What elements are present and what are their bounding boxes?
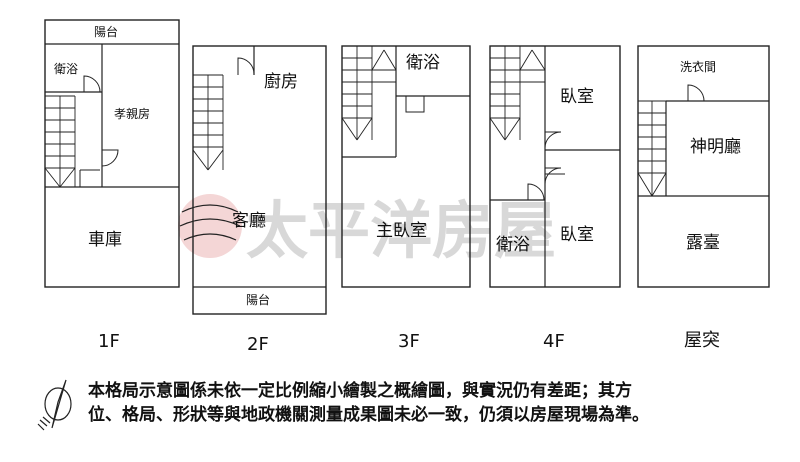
room-label-bathroom: 衛浴: [406, 53, 440, 73]
north-arrow-icon: [37, 379, 72, 431]
watermark-logo-icon: [178, 194, 242, 258]
watermark-text: 太平洋房屋: [246, 194, 556, 267]
floor-2f-outline: [192, 45, 327, 315]
door-icon: [687, 84, 705, 102]
door-icon: [544, 131, 562, 149]
floor-label-3f: 3F: [398, 331, 420, 352]
floor-1f-outline: [44, 19, 180, 288]
disclaimer-line-2: 位、格局、形狀等與地政機關測量成果圖未必一致，仍須以房屋現場為準。: [88, 405, 649, 425]
room-label-bathroom: 衛浴: [496, 235, 530, 255]
floor-label-4f: 4F: [543, 331, 565, 352]
door-icon: [79, 169, 100, 187]
room-label-garage: 車庫: [88, 230, 122, 250]
room-label-terrace: 露臺: [686, 233, 720, 253]
room-label-shrine-hall: 神明廳: [690, 137, 741, 157]
door-icon: [544, 167, 565, 185]
floor-4f: 臥室 衛浴 臥室: [489, 45, 621, 288]
floor-rooftop-outline: [637, 45, 770, 288]
door-icon: [237, 57, 255, 75]
door-icon: [101, 149, 119, 167]
door-icon: [83, 75, 101, 93]
floor-1f: 陽台 衛浴 孝親房 車庫: [44, 19, 180, 288]
floor-label-2f: 2F: [247, 334, 269, 355]
stairs: [341, 46, 397, 141]
floor-2f: 廚房 客廳 陽台: [192, 45, 327, 315]
stairs: [44, 95, 76, 188]
room-label-laundry: 洗衣間: [680, 59, 716, 74]
floor-label-rooftop: 屋突: [684, 330, 720, 351]
room-label-bedroom-bottom: 臥室: [560, 225, 594, 245]
floor-4f-outline: [489, 45, 621, 288]
floor-label-1f: 1F: [98, 331, 120, 352]
stairs: [637, 100, 667, 197]
room-label-balcony: 陽台: [94, 24, 118, 39]
disclaimer-line-1: 本格局示意圖係未依一定比例縮小繪製之概繪圖，與實況仍有差距；其方: [88, 381, 632, 401]
disclaimer-note: 本格局示意圖係未依一定比例縮小繪製之概繪圖，與實況仍有差距；其方 位、格局、形狀…: [88, 379, 788, 427]
room-label-bathroom: 衛浴: [54, 62, 78, 76]
room-label-kitchen: 廚房: [264, 71, 298, 92]
room-label-parents-room: 孝親房: [114, 106, 150, 121]
room-label-living-room: 客廳: [232, 211, 266, 231]
door-icon: [527, 183, 545, 201]
floor-rooftop: 洗衣間 神明廳 露臺: [637, 45, 770, 288]
room-label-balcony: 陽台: [246, 292, 270, 307]
stairs: [192, 74, 224, 171]
door-icon: [405, 96, 425, 113]
watermark: 太平洋房屋: [178, 194, 556, 267]
floor-3f-outline: [341, 45, 471, 288]
room-label-master-bedroom: 主臥室: [376, 221, 427, 241]
stairs: [489, 46, 546, 141]
room-label-bedroom-top: 臥室: [560, 87, 594, 107]
floor-3f: 衛浴 主臥室: [341, 45, 471, 288]
